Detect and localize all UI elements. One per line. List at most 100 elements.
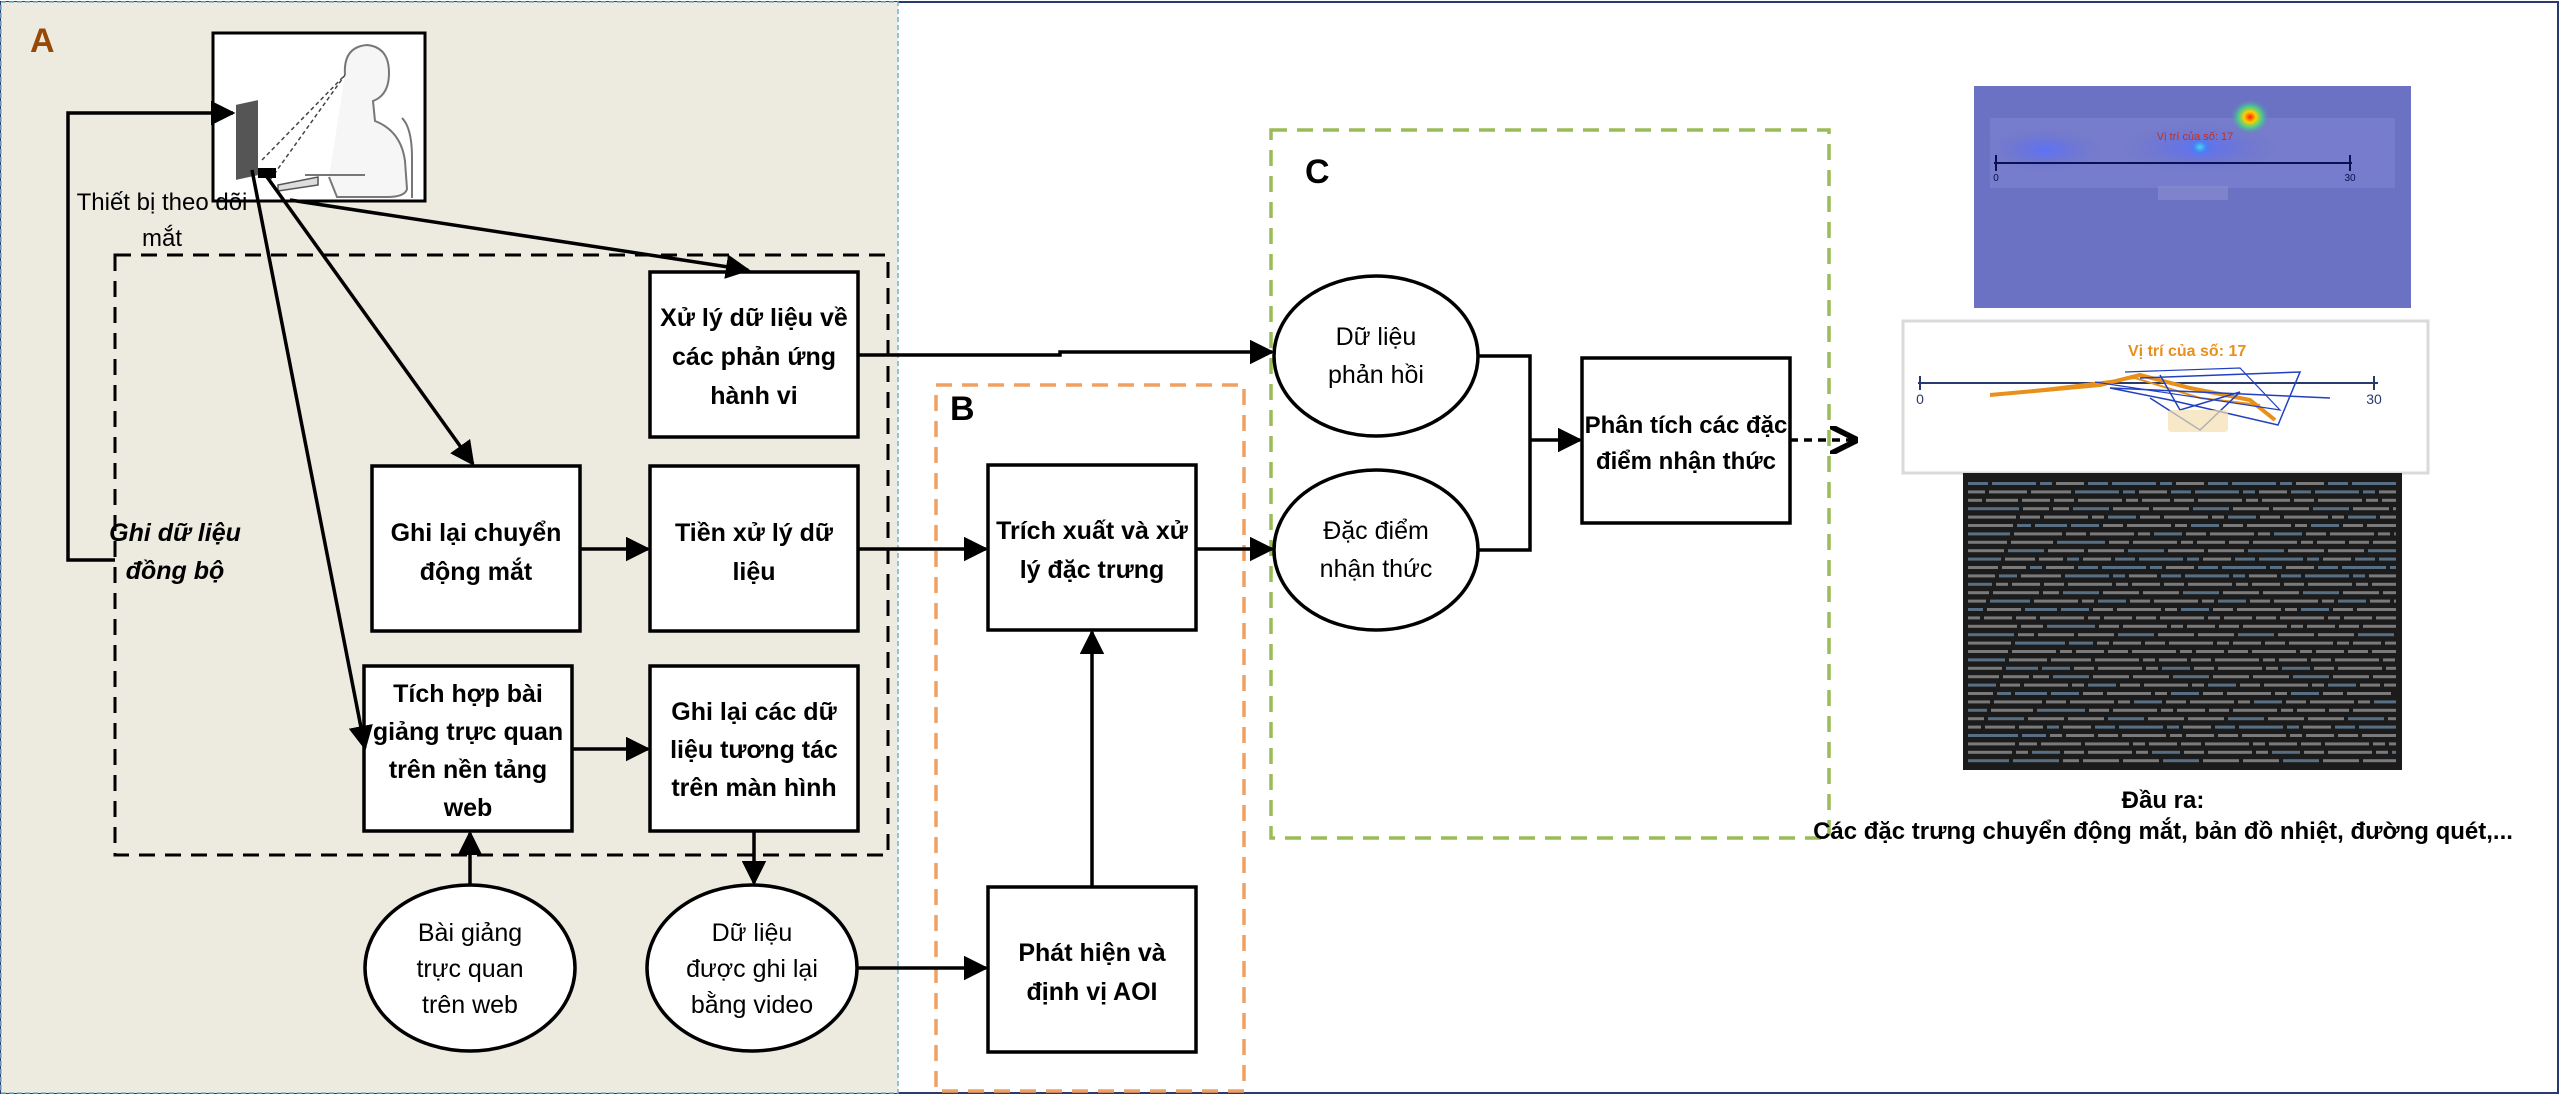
code-text-line bbox=[2252, 582, 2280, 586]
code-text-line bbox=[2219, 624, 2239, 628]
code-text-line bbox=[2056, 482, 2084, 485]
code-text-line bbox=[2284, 582, 2304, 586]
code-text-line bbox=[1968, 759, 2009, 763]
lecture-line3: trên web bbox=[422, 991, 518, 1019]
code-text-line bbox=[2048, 549, 2084, 553]
code-text-line bbox=[2020, 515, 2040, 519]
code-text-line bbox=[2344, 616, 2372, 620]
code-text-line bbox=[2003, 675, 2029, 679]
code-text-line bbox=[2282, 666, 2310, 670]
code-text-line bbox=[1984, 616, 2012, 620]
code-text-line bbox=[2095, 658, 2139, 662]
section-b-box bbox=[934, 383, 1246, 1093]
code-text-line bbox=[2025, 608, 2057, 611]
code-text-line bbox=[2369, 574, 2396, 578]
cognitive-ellipse: Đặc điểm nhận thức bbox=[1272, 468, 1480, 632]
code-text-line bbox=[2195, 490, 2239, 494]
code-text-line bbox=[2097, 641, 2109, 645]
preprocess-line2: liệu bbox=[732, 558, 775, 586]
code-text-line bbox=[2208, 549, 2244, 553]
code-text-line bbox=[2186, 532, 2206, 536]
code-text-line bbox=[2019, 742, 2037, 746]
code-text-line bbox=[2130, 599, 2150, 603]
code-text-line bbox=[2078, 633, 2114, 637]
code-text-line bbox=[2284, 515, 2328, 519]
code-text-line bbox=[2367, 524, 2396, 527]
code-text-line bbox=[2016, 616, 2036, 620]
code-text-line bbox=[2108, 515, 2136, 519]
code-text-line bbox=[2328, 549, 2364, 553]
cross-arrows bbox=[857, 339, 1855, 981]
code-text-line bbox=[2343, 591, 2379, 595]
code-text-line bbox=[1992, 482, 2036, 485]
lecture-line1: Bài giảng bbox=[418, 919, 522, 947]
code-text-line bbox=[2264, 683, 2308, 687]
code-text-line bbox=[1968, 675, 1999, 679]
code-text-line bbox=[2338, 734, 2358, 737]
code-text-line bbox=[2162, 666, 2190, 670]
code-text-line bbox=[1968, 692, 1993, 695]
code-text-line bbox=[2281, 574, 2301, 578]
code-text-line bbox=[2291, 490, 2311, 494]
screen-record-box: Ghi lại các dữ liệu tương tác trên màn h… bbox=[648, 664, 860, 833]
code-text-line bbox=[1968, 641, 2011, 645]
code-text-line bbox=[2018, 633, 2034, 637]
code-text-line bbox=[2109, 540, 2129, 544]
code-text-line bbox=[1968, 734, 2018, 737]
code-text-line bbox=[2160, 482, 2172, 485]
record-eye-line1: Ghi lại chuyển bbox=[391, 519, 562, 547]
code-text-line bbox=[2183, 725, 2211, 729]
code-text-line bbox=[2171, 692, 2199, 695]
cognitive-line1: Đặc điểm bbox=[1323, 517, 1429, 545]
sync-group-box bbox=[113, 253, 890, 857]
code-text-line bbox=[1968, 599, 1986, 603]
code-text-line bbox=[2203, 759, 2239, 763]
code-text-line bbox=[2176, 482, 2204, 485]
code-text-line bbox=[2160, 616, 2204, 620]
code-text-line bbox=[2233, 507, 2269, 511]
code-text-line bbox=[2373, 742, 2385, 746]
code-text-line bbox=[1990, 599, 2030, 603]
code-text-line bbox=[2066, 532, 2086, 536]
code-text-line bbox=[1968, 582, 1992, 586]
code-text-line bbox=[2269, 742, 2297, 746]
code-text-line bbox=[1968, 540, 2007, 544]
code-text-line bbox=[2134, 700, 2162, 704]
code-text-line bbox=[2153, 507, 2189, 511]
code-text-line bbox=[1968, 490, 1985, 494]
video-line1: Dữ liệu bbox=[712, 919, 793, 947]
code-text-line bbox=[2046, 700, 2066, 704]
code-text-line bbox=[2393, 507, 2396, 511]
code-text-line bbox=[2021, 624, 2043, 628]
code-text-line bbox=[2337, 641, 2349, 645]
code-text-line bbox=[2093, 675, 2129, 679]
code-text-line bbox=[2053, 507, 2069, 511]
code-text-line bbox=[2092, 515, 2104, 519]
code-text-line bbox=[2332, 515, 2344, 519]
code-text-line bbox=[2128, 549, 2164, 553]
code-text-line bbox=[2342, 566, 2386, 569]
code-text-line bbox=[2343, 524, 2363, 527]
aoi-line1: Phát hiện và bbox=[1018, 939, 1165, 967]
code-text-line bbox=[2044, 515, 2088, 519]
code-text-line bbox=[1968, 708, 1987, 712]
code-text-line bbox=[2209, 708, 2229, 712]
code-text-line bbox=[2228, 650, 2248, 653]
code-text-line bbox=[1968, 608, 1983, 611]
code-text-line bbox=[2301, 742, 2321, 746]
code-text-line bbox=[2263, 658, 2275, 662]
code-text-line bbox=[2363, 759, 2396, 763]
code-text-line bbox=[2318, 633, 2354, 637]
code-text-line bbox=[2203, 692, 2223, 695]
code-text-line bbox=[2218, 666, 2262, 670]
code-text-line bbox=[1994, 700, 2042, 704]
code-text-line bbox=[2259, 557, 2303, 561]
code-text-line bbox=[2328, 482, 2348, 485]
code-text-line bbox=[2047, 725, 2059, 729]
code-text-line bbox=[2318, 566, 2338, 569]
code-text-line bbox=[2098, 734, 2118, 737]
code-text-line bbox=[2297, 708, 2325, 712]
code-text-line bbox=[1968, 549, 2004, 553]
code-text-line bbox=[2239, 725, 2283, 729]
code-text-line bbox=[2136, 750, 2148, 754]
